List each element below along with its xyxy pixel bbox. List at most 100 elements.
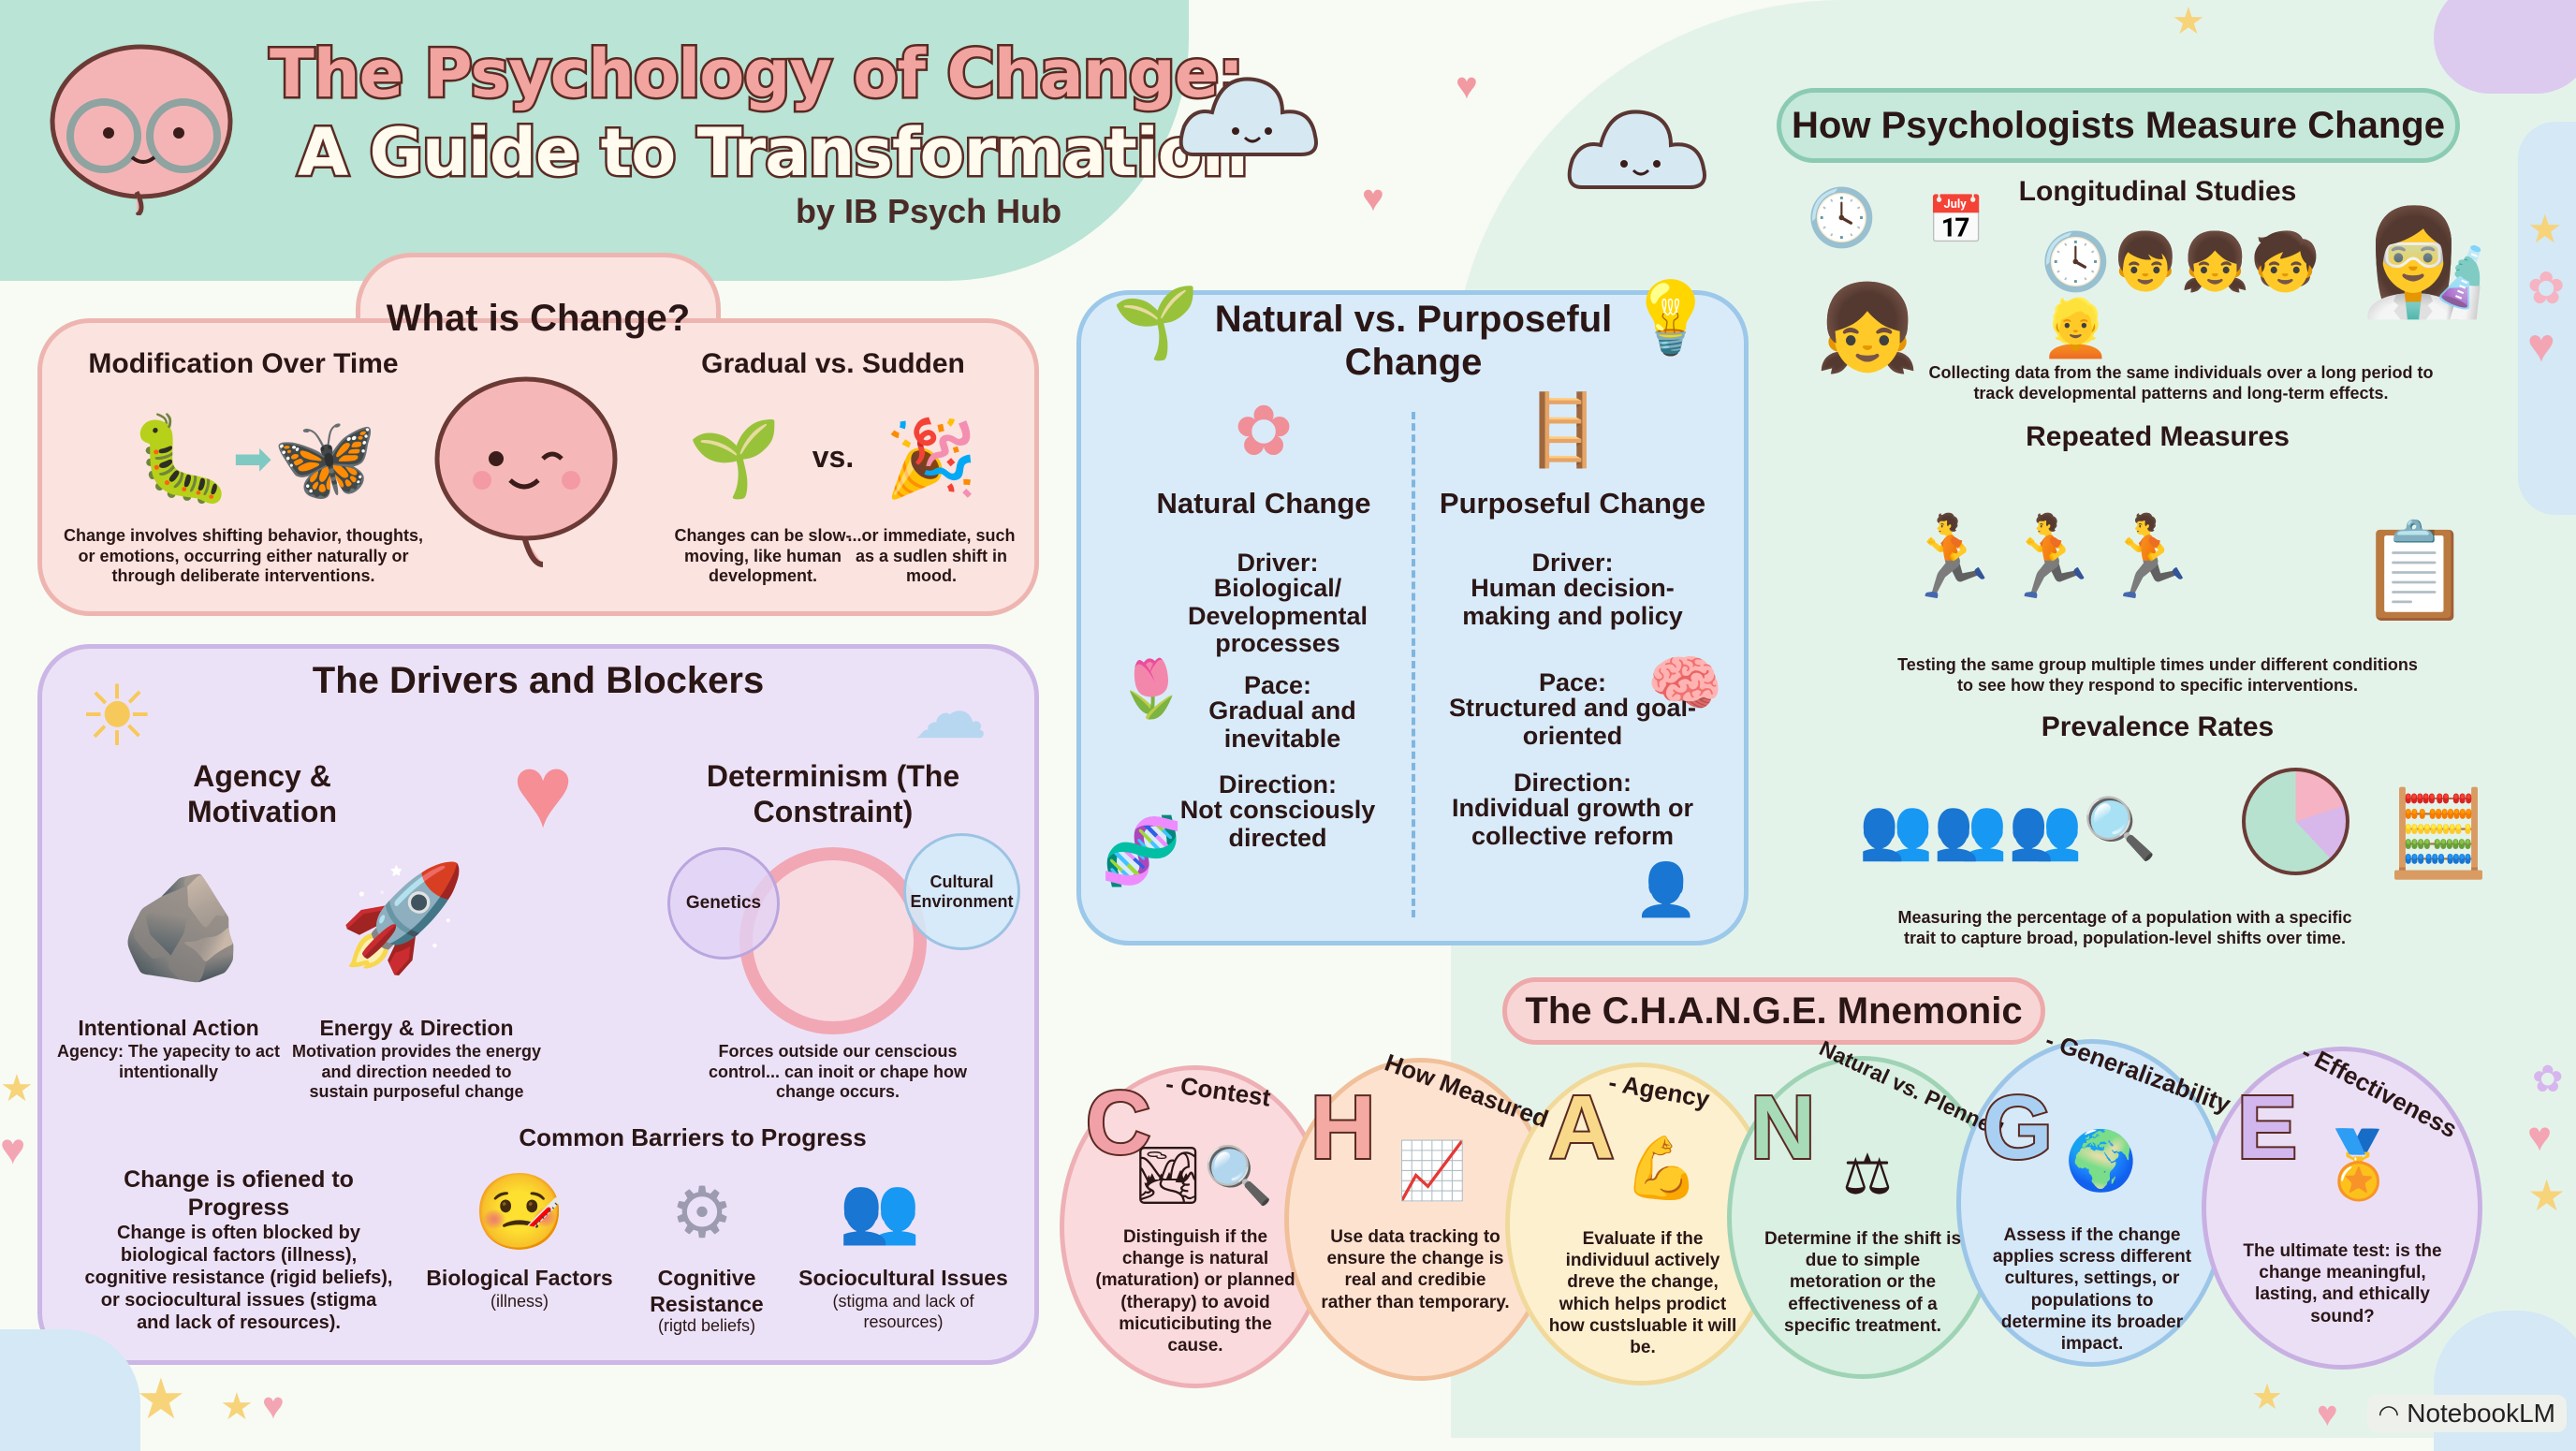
mnemonic-e-circle [2202,1047,2482,1370]
mnemonic-g-circle [1956,1039,2228,1367]
intentional-action-label: Intentional Action [78,1016,259,1040]
brain-with-glasses-icon [50,44,233,215]
g-text: Assess if the change applies scress diff… [1992,1225,2192,1354]
longitudinal-text: Collecting data from the same individual… [1928,363,2434,403]
medal-heart-icon: 🏅 [2318,1128,2400,1201]
purposeful-direction-label: Direction: [1513,769,1632,797]
purposeful-pace-label: Pace: [1538,668,1607,696]
notebooklm-badge: ◠ NotebookLM [2366,1395,2567,1432]
heart-brain-icon: ♥ [512,733,574,849]
cultural-environment-bubble: Cultural Environment [903,833,1020,950]
sprout-icon: 🌱 [1112,283,1200,361]
heart-icon: ♥ [1456,66,1478,107]
n-text: Determine if the shift is due to simple … [1764,1229,1962,1336]
brain-icon: 🧠 [1647,649,1723,717]
star-icon: ★ [2527,1171,2567,1220]
purple-cloud-decoration [2434,0,2576,94]
natural-pace: Gradual and inevitable [1208,696,1356,753]
natural-direction: Not consciously directed [1179,796,1376,852]
caterpillar-to-butterfly-icon: 🐛➡🦋 [127,412,378,506]
natural-driver: Biological/ Developmental processes [1187,574,1368,658]
measure-title: How Psychologists Measure Change [1777,88,2460,163]
letter-g: G [1981,1076,2055,1180]
purposeful-heading: Purposeful Change [1439,487,1706,520]
barrier-sociocultural-label: Sociocultural Issues [798,1266,1008,1290]
dna-icon: 🧬 [1101,814,1183,887]
barrier-biological-sub: (illness) [490,1292,549,1311]
modification-text: Change involves shifting behavior, thoug… [63,526,424,586]
gradual-vs-sudden-heading: Gradual vs. Sudden [701,348,965,379]
lightbulb-icon: 💡 [1627,278,1715,357]
sick-person-thermometer-icon: 🤒 [473,1170,566,1253]
sprout-icon: 🌱 [688,417,782,500]
natural-vs-purposeful-title: Natural vs. Purposeful Change [1214,299,1613,383]
scientist-calculator-icon: 🧮 [2385,786,2492,881]
purposeful-driver: Human decision-making and policy [1462,574,1683,630]
blocked-heading: Change is ofiened to Progress [124,1166,354,1221]
dashed-divider [1412,412,1415,917]
barrier-cognitive-label: Cognitive Resistance [650,1266,764,1316]
gradual-text: Changes can be slow-moving, like human d… [674,526,852,586]
steering-wheel-muscle-icon: 💪 [1623,1133,1700,1202]
treadmill-runners-icon: 🏃🏃🏃 [1901,513,2199,602]
sudden-text: ...or immediate, such as a sudlen shift … [847,526,1016,586]
clock-icon: 🕓 [1807,186,1877,249]
what-is-change-card [37,318,1039,616]
heart-icon: ♥ [2527,319,2555,372]
prevalence-heading: Prevalence Rates [2041,711,2275,742]
notebooklm-logo-icon: ◠ [2378,1399,2400,1428]
longitudinal-heading: Longitudinal Studies [2018,176,2297,207]
pie-chart-icon [2242,768,2349,875]
mnemonic-n-circle [1727,1056,1998,1379]
prevalence-text: Measuring the percentage of a population… [1897,908,2352,947]
letter-a: A [1547,1076,1616,1180]
drivers-blockers-title: The Drivers and Blockers [312,660,765,701]
h-text: Use data tracking to ensure the change i… [1321,1227,1510,1312]
star-icon: ★ [2172,1,2205,42]
party-popper-icon: 🎉 [885,417,978,500]
c-text: Distinguish if the change is natural (ma… [1095,1227,1295,1356]
heart-icon: ♥ [2317,1395,2338,1434]
gears-box-icon: ⚙ [670,1173,734,1252]
star-icon: ★ [2527,207,2563,251]
heart-icon: ♥ [262,1385,285,1427]
natural-driver-label: Driver: [1237,549,1319,577]
byline: by IB Psych Hub [796,192,1062,230]
rain-cloud-icon: ☁ [913,669,988,754]
heart-icon: ♥ [1362,178,1384,219]
star-icon: ★ [2251,1378,2284,1417]
natural-heading: Natural Change [1156,487,1371,520]
landscape-magnifier-icon: 🏞🔍 [1132,1143,1274,1207]
vs-label: vs. [812,440,855,474]
purposeful-pace: Structured and goal-oriented [1448,694,1696,750]
blocked-text: Change is often blocked by biological fa… [84,1223,393,1333]
heart-icon: ♥ [0,1124,26,1173]
mnemonic-title: The C.H.A.N.G.E. Mnemonic [1502,977,2045,1045]
flower-icon: ✿ [2532,1059,2564,1100]
purposeful-direction: Individual growth or collective reform [1452,794,1693,850]
cloud-icon [1567,110,1706,189]
determinism-heading: Determinism (The Constraint) [706,759,960,829]
flower-icon: ✿ [2527,264,2566,314]
star-icon: ★ [0,1068,34,1109]
what-is-change-title: What is Change? [386,298,691,339]
scientist-clipboard-icon: 📋 [2356,518,2474,623]
population-group-icon: 👥👥👥🔍 [1858,794,2158,862]
barrier-cognitive-sub: (rigtd beliefs) [657,1316,756,1335]
left-cloud-decoration [0,1329,140,1451]
girl-question-icon: 👧 [1814,281,1921,375]
flower-icon: ✿ [1234,391,1294,470]
modification-heading: Modification Over Time [88,348,399,379]
boy-pushing-rock-icon: 🪨 [118,869,247,985]
tulip-icon: 🌷 [1116,656,1187,720]
a-text: Evaluate if the individuul actively drev… [1548,1229,1737,1357]
genetics-bubble: Genetics [667,847,780,960]
energy-direction-label: Energy & Direction [319,1016,514,1040]
sun-icon: ☀ [79,669,155,764]
children-growing-icon: 🕓👦👧🧒👱 [2041,230,2320,359]
letter-h: H [1309,1076,1377,1180]
seesaw-sprout-icon: ⚖ [1842,1143,1893,1206]
winking-brain-icon [434,376,618,567]
boy-on-rocket-icon: 🚀 [338,859,467,975]
repeated-text: Testing the same group multiple times un… [1897,655,2418,695]
